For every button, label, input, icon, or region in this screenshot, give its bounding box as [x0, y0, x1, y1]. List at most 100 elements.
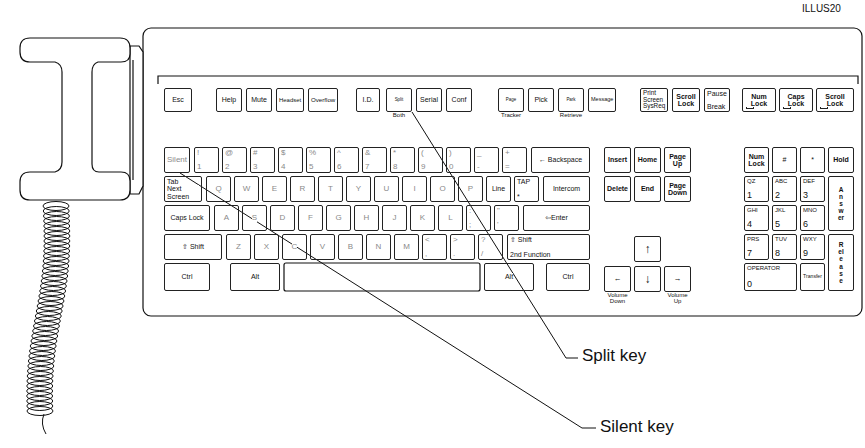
cord-loop [35, 312, 61, 321]
key-legend: OPERATOR [747, 265, 780, 271]
keyboard-key: ↓ [634, 266, 661, 292]
key-legend: Print Screen [643, 90, 665, 103]
keyboard-key: Pick [528, 88, 554, 112]
cord-loop [28, 357, 54, 366]
key-legend: J [393, 214, 397, 222]
key-legend: WXY [803, 236, 817, 242]
key-legend: Alt [505, 273, 513, 280]
key-legend: U [384, 185, 390, 193]
key-legend: Headset [279, 97, 301, 103]
key-legend: 9 [803, 249, 808, 258]
cord-loop [39, 292, 65, 301]
cord-loop [44, 247, 70, 256]
key-legend: T [328, 185, 333, 193]
key-legend: / [481, 250, 483, 258]
key-legend: ← [614, 275, 622, 283]
key-legend: Release [838, 241, 845, 284]
cord-loop [44, 217, 70, 226]
key-legend: ⇦Enter [545, 214, 568, 221]
key-legend: Page [506, 98, 516, 103]
cord-loop [33, 327, 59, 336]
keyboard-key: E [262, 176, 287, 202]
keyboard-key: Insert [604, 147, 631, 173]
key-legend: 1 [747, 191, 752, 200]
keyboard-key: Hold [828, 147, 854, 173]
keyboard-key: Caps Lock [164, 205, 210, 231]
key-legend: → [674, 275, 682, 283]
keyboard-key: Release [828, 234, 854, 291]
key-legend: F [308, 214, 313, 222]
key-legend: Caps Lock [782, 93, 810, 108]
cord-loop [41, 277, 67, 286]
keyboard-key: I [402, 176, 427, 202]
key-legend: 4 [281, 163, 285, 171]
cord-loop [37, 302, 63, 311]
cord-loop [44, 227, 70, 236]
key-legend: Conf [452, 96, 467, 103]
key-legend: Split [395, 98, 404, 103]
cord-loop [27, 397, 53, 406]
key-legend: Help [222, 96, 236, 103]
key-legend: DEF [803, 178, 815, 184]
cord-loop [42, 272, 68, 281]
key-legend: ABC [775, 178, 787, 184]
key-legend: L [448, 214, 452, 222]
leader-line [180, 173, 596, 428]
cord-loop [31, 337, 57, 346]
keyboard-key: %5 [306, 147, 331, 173]
keyboard-key: QZ 1 [744, 176, 769, 202]
key-legend: 3 [803, 191, 808, 200]
key-legend: S [252, 214, 257, 222]
key-legend: 9 [421, 163, 425, 171]
keyboard-key: ^6 [334, 147, 359, 173]
keyboard-key: Z [226, 234, 251, 260]
keyboard-key: &7 [362, 147, 387, 173]
keyboard-key: "' [494, 205, 519, 231]
key-sublabel: Volume Up [665, 292, 690, 305]
key-legend: 0 [747, 280, 752, 289]
keyboard-key: F [298, 205, 323, 231]
key-sublabel: Retrieve [559, 112, 583, 118]
key-legend: QZ [747, 178, 755, 184]
key-legend: Z [236, 243, 241, 251]
keyboard-key: H [354, 205, 379, 231]
key-legend: 7 [747, 249, 752, 258]
key-legend: End [641, 185, 654, 192]
key-legend: Alt [251, 273, 259, 280]
key-legend: * [811, 156, 814, 163]
callout-label: Split key [582, 347, 646, 366]
cord-loop [43, 257, 69, 266]
cord-loop [43, 262, 69, 271]
keyboard-key: TAP* [514, 176, 539, 202]
cord-loop [27, 377, 53, 386]
cord-loop [40, 287, 66, 296]
keyboard-key: U [374, 176, 399, 202]
key-legend: # [783, 156, 787, 163]
keyboard-key: B [338, 234, 363, 260]
cord-loop [27, 382, 53, 391]
key-legend: ' [497, 221, 499, 229]
key-legend: Pick [534, 96, 547, 103]
keyboard-key: ?/ [478, 234, 503, 260]
keyboard-key: N [366, 234, 391, 260]
key-legend: D [280, 214, 286, 222]
key-legend: ↓ [645, 273, 651, 286]
key-legend: Insert [608, 156, 627, 163]
keyboard-key: Scroll Lock [672, 88, 700, 112]
cord-loop [43, 202, 69, 211]
keyboard-key: PRS 7 [744, 234, 769, 260]
keyboard-key: PageTracker [498, 88, 524, 112]
cord-loop [29, 347, 55, 356]
keyboard-key: Serial [416, 88, 442, 112]
keyboard-key: TUV8 [772, 234, 797, 260]
key-legend: = [505, 163, 510, 171]
keyboard-key: MNO6 [800, 205, 825, 231]
key-legend: 8 [393, 163, 397, 171]
keyboard-housing [143, 28, 862, 316]
key-sublabel: Volume Down [605, 292, 630, 305]
keyboard-key: C [282, 234, 307, 260]
keyboard-key: Num Lock [744, 147, 769, 173]
key-legend: PRS [747, 236, 759, 242]
key-legend: & [365, 149, 370, 157]
